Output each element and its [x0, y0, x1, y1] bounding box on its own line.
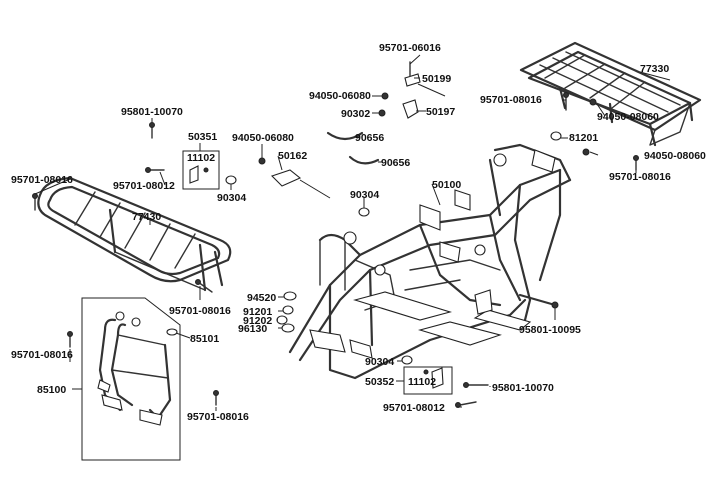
label-85101: 85101	[190, 333, 219, 345]
label-95801-10070-top: 95801-10070	[121, 106, 183, 118]
label-50352: 50352	[365, 376, 394, 388]
label-90656-a: 90656	[355, 132, 384, 144]
label-95701-08016-rack-r: 95701-08016	[480, 94, 542, 106]
label-50199: 50199	[422, 73, 451, 85]
label-90304-bot: 90304	[365, 356, 394, 368]
label-50162: 50162	[278, 150, 307, 162]
label-95701-08016-rack-l: 95701-08016	[169, 305, 231, 317]
label-81201: 81201	[569, 132, 598, 144]
main-frame	[288, 143, 572, 380]
label-85100: 85100	[37, 384, 66, 396]
label-77330: 77330	[640, 63, 669, 75]
hardware-parts	[32, 61, 639, 408]
label-95701-06016-top: 95701-06016	[379, 42, 441, 54]
label-95701-08016-bot: 95701-08016	[187, 411, 249, 423]
label-95701-08012-bot: 95701-08012	[383, 402, 445, 414]
label-90302: 90302	[341, 108, 370, 120]
part-labels: 95701-06016 50199 94050-06080 90302 5019…	[11, 42, 706, 423]
label-50197: 50197	[426, 106, 455, 118]
label-11102-top: 11102	[187, 152, 215, 164]
label-94050-06080-mid: 94050-06080	[232, 132, 294, 144]
label-95801-10095: 95801-10095	[519, 324, 581, 336]
front-guard-assembly	[81, 297, 181, 461]
label-94050-08060-b: 94050-08060	[644, 150, 706, 162]
label-94050-08060-a: 94050-08060	[597, 111, 659, 123]
label-91201: 91201	[243, 306, 272, 318]
label-94050-06080-top: 94050-06080	[309, 90, 371, 102]
rear-rack	[519, 41, 702, 147]
label-96130: 96130	[238, 323, 267, 335]
label-95801-10070-bot: 95801-10070	[492, 382, 554, 394]
label-50351: 50351	[188, 131, 217, 143]
front-rack	[37, 176, 232, 292]
label-50100: 50100	[432, 179, 461, 191]
label-90304-mid: 90304	[350, 189, 379, 201]
label-91202: 91202	[243, 315, 272, 327]
leader-lines	[34, 54, 671, 411]
label-95701-08016-guard: 95701-08016	[11, 349, 73, 361]
label-90304-top: 90304	[217, 192, 246, 204]
label-95701-08012-top: 95701-08012	[113, 180, 175, 192]
label-95701-08016-r: 95701-08016	[609, 171, 671, 183]
label-90656-b: 90656	[381, 157, 410, 169]
label-95701-08016-l: 95701-08016	[11, 174, 73, 186]
label-77430: 77430	[132, 211, 161, 223]
label-11102-bot: 11102	[408, 376, 436, 388]
label-94520: 94520	[247, 292, 276, 304]
